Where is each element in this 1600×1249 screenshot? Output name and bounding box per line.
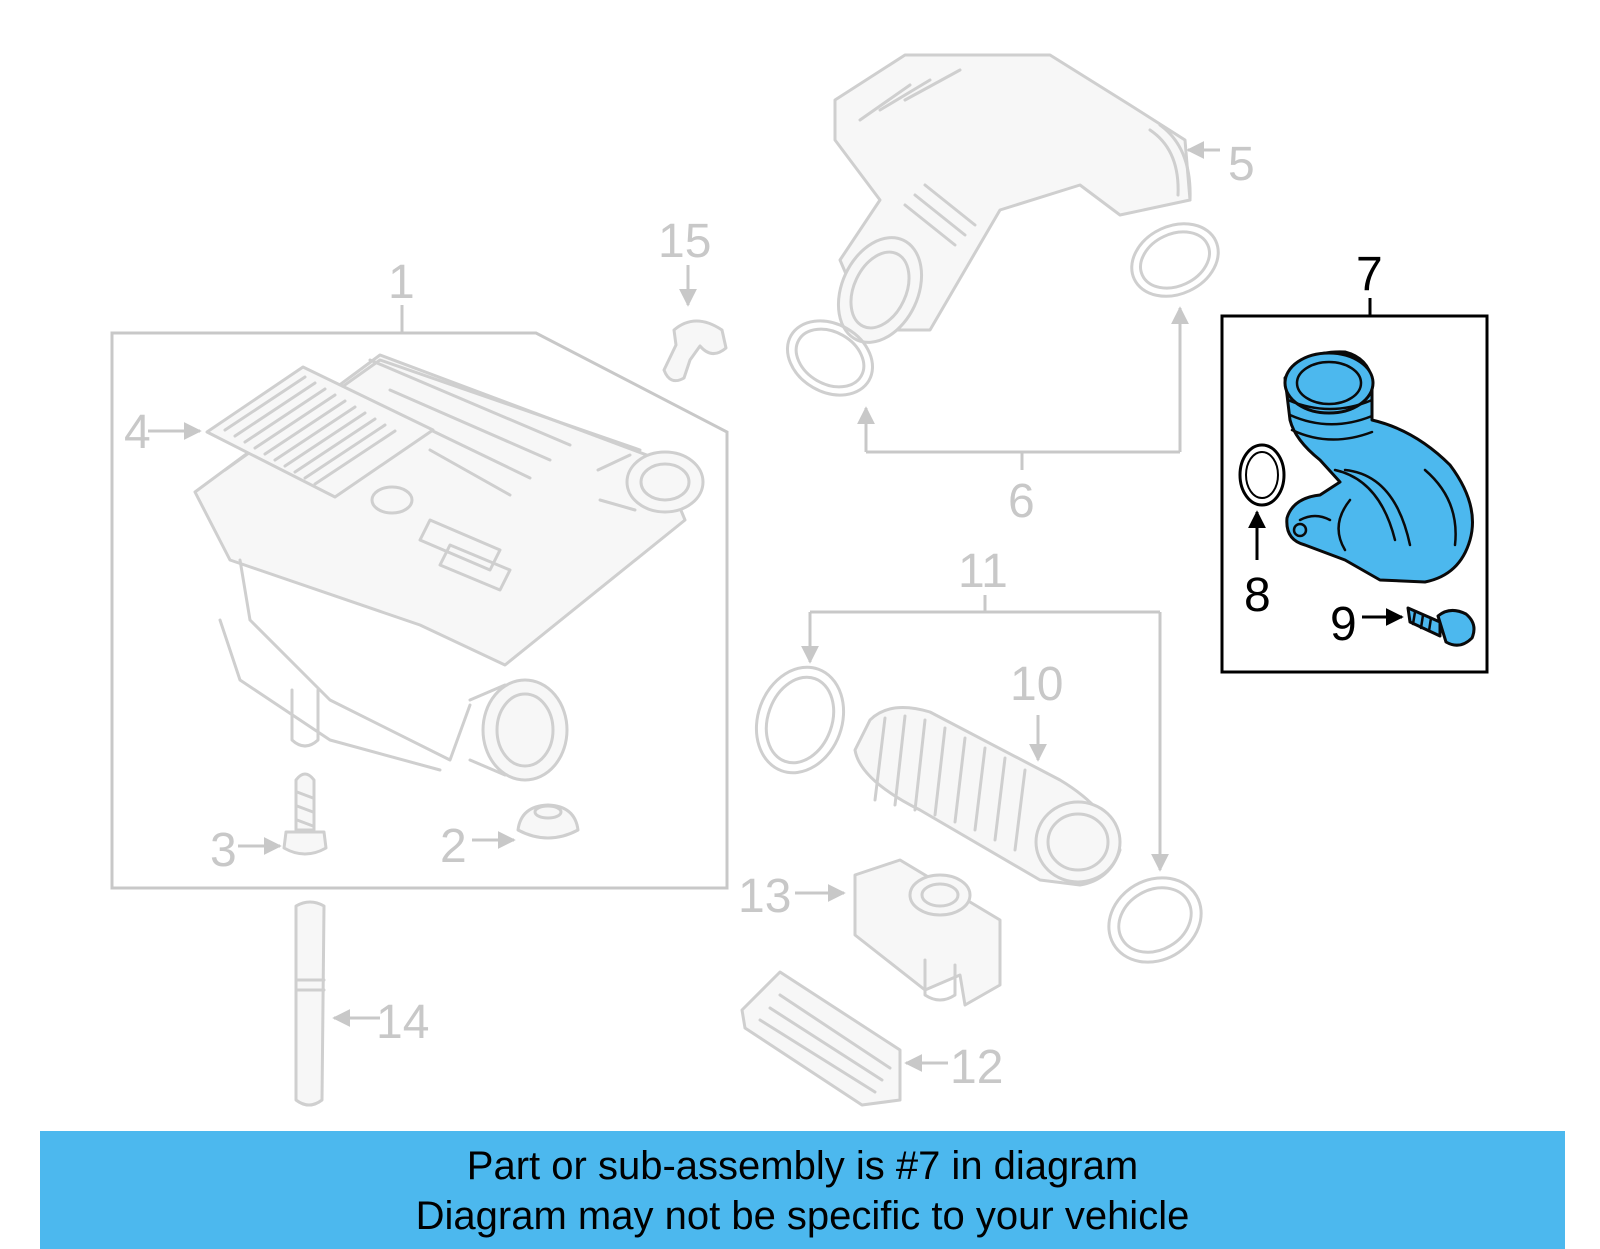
gasket-8 <box>1238 443 1286 507</box>
callout-8: 8 <box>1244 569 1271 622</box>
callout-12: 12 <box>950 1041 1003 1094</box>
resonator-13 <box>853 858 1002 1007</box>
filter-element <box>205 365 435 499</box>
highlighted-group-7[interactable]: 7 8 9 <box>1220 248 1489 674</box>
bolt-9 <box>1406 606 1476 647</box>
callout-5: 5 <box>1228 138 1255 191</box>
air-cleaner-group[interactable]: 1 4 <box>110 256 729 890</box>
callout-7: 7 <box>1356 248 1383 301</box>
hose-10 <box>853 706 1122 887</box>
callout-2: 2 <box>440 820 467 873</box>
callout-15: 15 <box>658 215 711 268</box>
banner-line-2: Diagram may not be specific to your vehi… <box>415 1194 1190 1238</box>
callout-4: 4 <box>124 406 151 459</box>
intake-elbow-7[interactable] <box>1283 350 1474 584</box>
clamp-11-lower <box>1107 876 1203 964</box>
callout-9: 9 <box>1330 598 1357 651</box>
callout-6: 6 <box>1008 475 1035 528</box>
clamp-right-6 <box>1130 222 1220 298</box>
grommet-2 <box>516 803 580 840</box>
banner-line-1: Part or sub-assembly is #7 in diagram <box>466 1144 1139 1188</box>
callout-1: 1 <box>388 256 415 309</box>
intake-duct-5 <box>833 53 1192 344</box>
callout-3: 3 <box>210 824 237 877</box>
bolt-3 <box>282 772 328 856</box>
group-1-frame <box>110 331 729 890</box>
callout-10: 10 <box>1010 658 1063 711</box>
intake-scoop-12 <box>740 970 902 1107</box>
group-7-frame <box>1220 314 1489 674</box>
drain-tube-14 <box>294 900 326 1107</box>
callout-11: 11 <box>958 545 1008 598</box>
hose-15 <box>662 319 728 383</box>
callout-13: 13 <box>738 870 791 923</box>
clamp-11-upper <box>754 665 846 775</box>
callout-14: 14 <box>376 996 429 1049</box>
info-banner: Part or sub-assembly is #7 in diagram Di… <box>40 1131 1565 1249</box>
clamp-left-6 <box>785 319 875 397</box>
